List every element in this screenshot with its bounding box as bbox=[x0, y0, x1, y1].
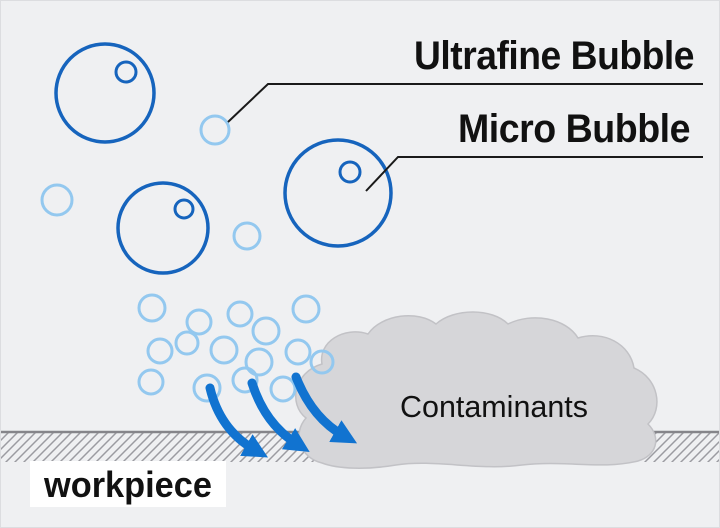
ultrafine-bubble bbox=[192, 373, 222, 403]
labels: Ultrafine Bubble Micro Bubble bbox=[414, 34, 695, 151]
flow-arrow bbox=[247, 378, 310, 452]
ultrafine-bubble bbox=[174, 330, 200, 356]
ultrafine-bubble bbox=[231, 366, 259, 394]
leader-lines bbox=[227, 83, 703, 192]
ultrafine-bubble-label: Ultrafine Bubble bbox=[414, 34, 694, 78]
ultrafine-bubble bbox=[146, 337, 174, 365]
micro-bubble-inner-circle bbox=[338, 160, 362, 184]
workpiece-label-group: workpiece bbox=[30, 461, 226, 507]
workpiece-label-box bbox=[30, 461, 226, 507]
contaminants-label: Contaminants bbox=[400, 389, 588, 424]
micro-leader-line bbox=[365, 156, 703, 192]
contaminants-cloud-group: Contaminants bbox=[295, 311, 658, 469]
ultrafine-bubble bbox=[137, 368, 165, 396]
workpiece-label: workpiece bbox=[43, 464, 212, 505]
ultrafine-bubble bbox=[209, 335, 239, 365]
ultrafine-bubble bbox=[244, 347, 274, 377]
arrow-layer bbox=[205, 372, 358, 458]
micro-bubble-label: Micro Bubble bbox=[458, 107, 690, 151]
micro-bubble bbox=[116, 181, 210, 275]
ultrafine-bubble bbox=[251, 316, 281, 346]
ultrafine-bubble bbox=[232, 221, 262, 251]
micro-bubble-inner-circle bbox=[114, 60, 138, 84]
ultrafine-bubble bbox=[269, 375, 297, 403]
ultrafine-bubble bbox=[40, 183, 74, 217]
ultrafine-bubble bbox=[137, 293, 167, 323]
ultrafine-bubble bbox=[199, 114, 231, 146]
ultrafine-bubble bbox=[309, 349, 335, 375]
micro-bubble bbox=[283, 138, 393, 248]
ultrafine-bubble bbox=[284, 338, 312, 366]
flow-arrow bbox=[205, 383, 269, 458]
micro-bubble-inner-circle bbox=[173, 198, 195, 220]
flow-arrow bbox=[291, 372, 358, 444]
bubble-layer bbox=[40, 42, 393, 403]
micro-bubble bbox=[54, 42, 156, 144]
ultrafine-bubble bbox=[291, 294, 321, 324]
ultrafine-bubble bbox=[226, 300, 254, 328]
ultrafine-bubble bbox=[185, 308, 213, 336]
ultrafine-leader-line bbox=[227, 83, 703, 123]
contaminants-cloud bbox=[295, 311, 658, 469]
